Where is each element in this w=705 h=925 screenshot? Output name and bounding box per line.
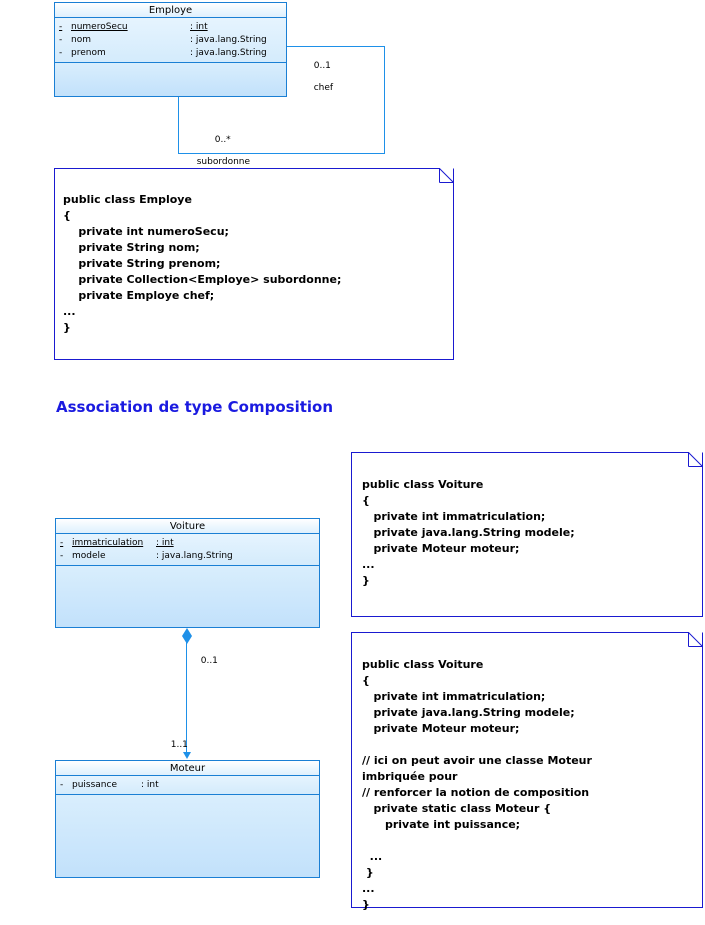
attribute-row: -numeroSecu : int xyxy=(55,21,286,34)
note-fold-icon xyxy=(439,168,454,184)
note-border-left xyxy=(351,452,352,617)
attribute-row: -nom : java.lang.String xyxy=(55,34,286,47)
class-name-voiture: Voiture xyxy=(56,519,319,534)
attribute-row: -prenom : java.lang.String xyxy=(55,47,286,60)
role-name-label: subordonne xyxy=(196,157,251,167)
class-box-moteur[interactable]: Moteur -puissance : int xyxy=(55,760,320,878)
class-operations-voiture xyxy=(56,566,319,627)
association-line-employe-self-right xyxy=(384,46,385,154)
note-border-right xyxy=(702,646,703,908)
composition-multiplicity-target: 1..1 xyxy=(165,729,188,751)
composition-line-voiture-moteur xyxy=(186,636,187,754)
association-line-employe-self-left xyxy=(178,97,179,154)
association-line-employe-self-top xyxy=(287,46,385,47)
class-attributes-employe: -numeroSecu: int -nom: java.lang.String … xyxy=(55,18,286,63)
association-line-employe-self-bottom xyxy=(178,153,385,154)
attribute-visibility: - xyxy=(60,780,64,790)
multiplicity-label: 0..1 xyxy=(313,61,331,71)
note-text: public class Employe { private int numer… xyxy=(63,193,342,334)
note-border-left xyxy=(54,168,55,360)
class-name-moteur: Moteur xyxy=(56,761,319,776)
attribute-visibility: - xyxy=(60,551,64,561)
multiplicity-label: 0..1 xyxy=(200,656,218,666)
multiplicity-label: 0..* xyxy=(214,135,231,145)
attribute-type: : java.lang.String xyxy=(190,35,267,45)
note-border-top xyxy=(351,452,689,453)
note-border-right xyxy=(702,466,703,617)
note-fold-icon xyxy=(688,452,703,468)
attribute-visibility: - xyxy=(59,35,63,45)
class-attributes-voiture: -immatriculation : int -modele : java.lang… xyxy=(56,534,319,566)
association-role-subordonne: 0..* subordonne xyxy=(191,124,250,168)
association-role-chef: 0..1 chef xyxy=(308,50,333,94)
note-border-right xyxy=(453,182,454,360)
attribute-visibility: - xyxy=(60,538,64,548)
composition-arrowhead-icon xyxy=(183,752,191,759)
role-name-label: chef xyxy=(313,83,334,93)
class-operations-moteur xyxy=(56,795,319,877)
attribute-row: -modele : java.lang.String xyxy=(56,550,319,563)
composition-multiplicity-source: 0..1 xyxy=(195,645,218,667)
class-operations-employe xyxy=(55,63,286,96)
class-box-voiture[interactable]: Voiture -immatriculation : int -modele : j… xyxy=(55,518,320,628)
attribute-name: modele xyxy=(72,551,106,561)
attribute-visibility: - xyxy=(59,48,63,58)
note-border-bottom xyxy=(351,907,703,908)
section-heading: Association de type Composition xyxy=(56,398,334,416)
attribute-type: : int xyxy=(190,22,208,32)
attribute-row: -immatriculation : int xyxy=(56,537,319,550)
class-attributes-moteur: -puissance : int xyxy=(56,776,319,795)
attribute-name: prenom xyxy=(71,48,106,58)
attribute-name: nom xyxy=(71,35,91,45)
note-border-bottom xyxy=(351,616,703,617)
note-fold-icon xyxy=(688,632,703,648)
attribute-row: -puissance : int xyxy=(56,779,319,792)
multiplicity-label: 1..1 xyxy=(170,740,188,750)
attribute-type: : java.lang.String xyxy=(156,551,233,561)
note-border-top xyxy=(351,632,689,633)
note-border-left xyxy=(351,632,352,908)
note-voiture-nested-code[interactable]: public class Voiture { private int immat… xyxy=(351,632,703,911)
class-name-employe: Employe xyxy=(55,3,286,18)
note-voiture-code[interactable]: public class Voiture { private int immat… xyxy=(351,452,703,617)
attribute-type: : java.lang.String xyxy=(190,48,267,58)
note-border-bottom xyxy=(54,359,454,360)
note-text: public class Voiture { private int immat… xyxy=(362,658,592,911)
note-text: public class Voiture { private int immat… xyxy=(362,478,575,587)
note-employe-code[interactable]: public class Employe { private int numer… xyxy=(54,168,454,360)
attribute-name: numeroSecu xyxy=(71,22,128,32)
attribute-type: : int xyxy=(156,538,174,548)
attribute-type: : int xyxy=(141,780,159,790)
note-border-top xyxy=(54,168,440,169)
class-box-employe[interactable]: Employe -numeroSecu: int -nom: java.lang… xyxy=(54,2,287,97)
attribute-visibility: - xyxy=(59,22,63,32)
attribute-name: puissance xyxy=(72,780,117,790)
attribute-name: immatriculation xyxy=(72,538,144,548)
composition-diamond-icon xyxy=(182,628,192,644)
